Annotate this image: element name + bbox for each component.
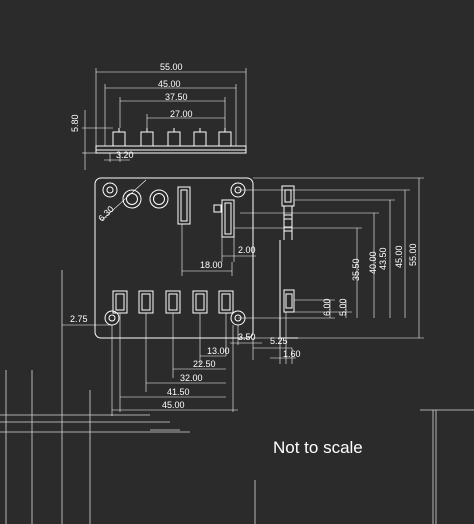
dim-5: 5.00 [338,298,348,316]
dim-45-top: 45.00 [158,79,181,89]
bottom-dimension-lines [111,313,238,416]
dim-3-2: 3.20 [116,150,134,160]
dimension-labels: 55.00 45.00 37.50 27.00 5.80 3.20 6.30 2… [70,62,418,410]
dim-18: 18.00 [200,260,223,270]
dim-55-top: 55.00 [160,62,183,72]
background-frame-lines [0,270,474,524]
dim-45-bottom: 45.00 [162,400,185,410]
dim-5-25: 5.25 [270,336,288,346]
front-view-dimension-lines [62,179,296,364]
dim-43-5: 43.50 [378,247,388,270]
dim-35-5: 35.50 [351,258,361,281]
dim-55-right: 55.00 [408,243,418,266]
dim-1-6: 1.60 [283,349,301,359]
dim-32: 32.00 [180,373,203,383]
dim-6: 6.00 [322,298,332,316]
side-view [278,185,298,339]
dim-41-5: 41.50 [167,387,190,397]
front-view-board [94,177,254,339]
dim-5-8: 5.80 [70,114,80,132]
right-dimension-lines [234,177,424,339]
dim-40: 40.00 [368,251,378,274]
dim-22-5: 22.50 [193,359,216,369]
top-view-dimension-lines [82,68,247,170]
dim-13: 13.00 [207,346,230,356]
dim-27: 27.00 [170,109,193,119]
top-view-connector [95,128,247,154]
dim-3-5: 3.50 [238,332,256,342]
dim-6-3: 6.30 [96,204,115,223]
dim-45-right: 45.00 [394,245,404,268]
dim-2: 2.00 [238,245,256,255]
dim-37-5: 37.50 [165,92,188,102]
dim-2-75: 2.75 [70,314,88,324]
scale-note: Not to scale [273,438,363,457]
